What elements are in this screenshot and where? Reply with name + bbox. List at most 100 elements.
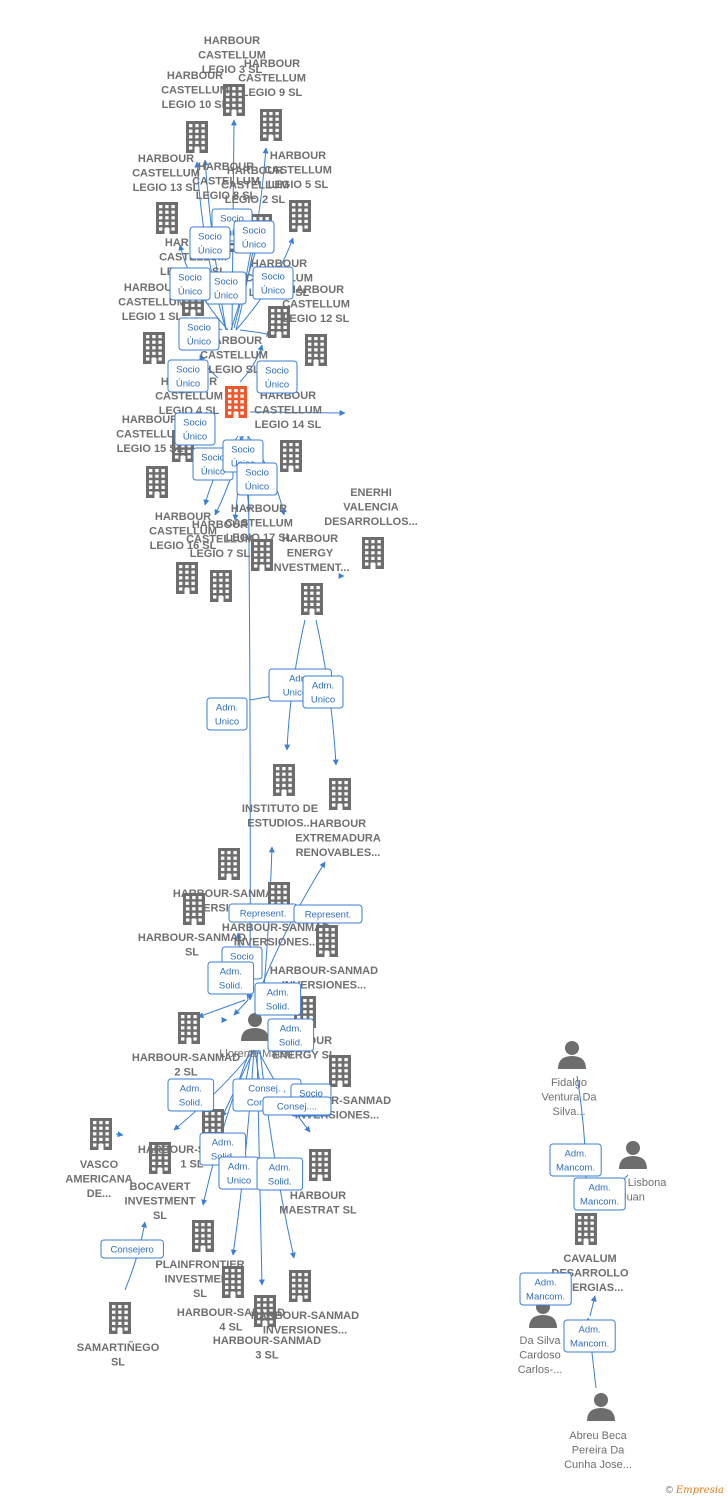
building-icon xyxy=(223,84,245,116)
role-badge-r30[interactable]: Consejero xyxy=(100,1239,164,1259)
building-window xyxy=(316,591,320,595)
building-window xyxy=(271,331,275,335)
role-badge-r16[interactable]: Adm.Unico xyxy=(206,697,248,731)
building-window xyxy=(112,1305,116,1309)
role-badge-line: Único xyxy=(265,380,289,391)
building-window xyxy=(159,227,163,231)
role-badge-r29[interactable]: Adm.Solid. xyxy=(256,1157,304,1191)
node-label-line: CASTELLUM xyxy=(221,180,289,192)
building-door xyxy=(337,804,343,810)
building-window xyxy=(275,134,279,138)
role-badge-r17[interactable]: Represent. xyxy=(228,903,298,923)
role-badge-label: Represent. xyxy=(240,909,286,920)
node-label-line: LEGIO 10 SL xyxy=(162,99,229,111)
role-badge-r22[interactable]: Adm.Solid. xyxy=(267,1018,315,1052)
role-badge-r32[interactable]: Adm.Mancom. xyxy=(573,1177,626,1211)
node-label-line: ESTUDIOS... xyxy=(247,818,312,830)
building-window xyxy=(230,245,234,249)
footer-brand[interactable]: © Empresia xyxy=(666,1485,724,1496)
role-badge-r33[interactable]: Adm.Mancom. xyxy=(519,1272,572,1306)
role-badge-r23[interactable]: Adm.Solid. xyxy=(167,1078,215,1112)
role-badge-r28[interactable]: Adm.Unico xyxy=(218,1156,260,1190)
building-window xyxy=(590,1216,594,1220)
building-window xyxy=(105,1137,109,1141)
building-window xyxy=(271,325,275,329)
building-window xyxy=(158,340,162,344)
building-window xyxy=(225,584,229,588)
node-label-line: LEGIO 8 SL xyxy=(196,190,257,202)
node-label-line: HARBOUR-SANMAD xyxy=(251,1310,359,1322)
building-window xyxy=(260,558,264,562)
role-badge-r18[interactable]: Represent. xyxy=(293,904,363,924)
building-window xyxy=(237,1280,241,1284)
building-window xyxy=(266,564,270,568)
building-window xyxy=(146,346,150,350)
building-window xyxy=(254,547,258,551)
building-window xyxy=(225,1285,229,1289)
building-window xyxy=(238,92,242,96)
building-window xyxy=(198,907,202,911)
role-badge-label: Adm.Unico xyxy=(227,1162,251,1187)
role-badge-r15[interactable]: Adm.Unico xyxy=(302,675,344,709)
node-label-line: HARBOUR xyxy=(282,533,338,545)
role-badge-r34[interactable]: Adm.Mancom. xyxy=(563,1319,616,1353)
building-window xyxy=(93,1143,97,1147)
building-window xyxy=(149,469,153,473)
building-window xyxy=(201,129,205,133)
role-badge-line: Único xyxy=(220,228,244,239)
role-badge-r26[interactable]: Consej.... xyxy=(262,1096,332,1116)
role-badge-r21[interactable]: Adm.Solid. xyxy=(254,982,302,1016)
node-label-line: CASTELLUM xyxy=(132,168,200,180)
role-badge-r20[interactable]: Adm.Solid. xyxy=(207,961,255,995)
building-window xyxy=(338,781,342,785)
role-badge-r31[interactable]: Adm.Mancom. xyxy=(549,1143,602,1177)
building-window xyxy=(221,851,225,855)
building-window xyxy=(332,797,336,801)
edge-37 xyxy=(259,1049,296,1259)
building-window xyxy=(217,1123,221,1127)
building-window xyxy=(118,1321,122,1325)
building-window xyxy=(344,803,348,807)
